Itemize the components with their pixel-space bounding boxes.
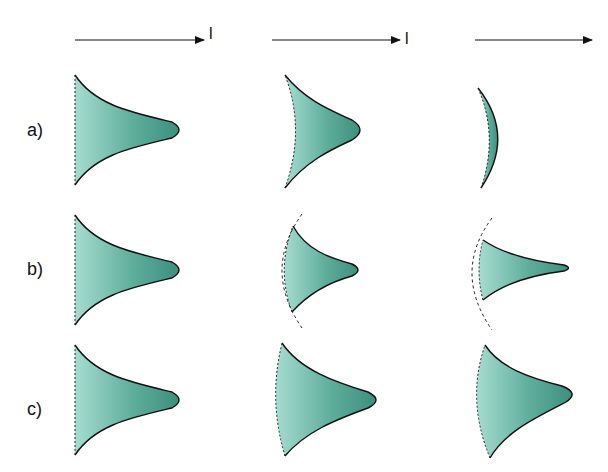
profile-fill — [477, 345, 573, 458]
profile-base-dotted — [479, 240, 483, 300]
profile-fill — [478, 88, 498, 188]
row-label: a) — [27, 121, 43, 139]
direction-arrows — [75, 39, 592, 40]
pulse-profile — [282, 214, 358, 328]
pulse-profile — [276, 343, 376, 456]
profile-outline — [75, 75, 179, 185]
profile-outline — [75, 345, 179, 455]
pulse-profile — [75, 75, 179, 185]
profile-outline — [285, 75, 360, 188]
length-label: l — [405, 31, 409, 47]
profile-base-dotted — [477, 345, 490, 458]
profile-outline — [485, 345, 572, 458]
pulse-profile — [75, 215, 179, 325]
pulse-profile — [472, 218, 569, 330]
length-label: l — [209, 26, 213, 42]
profile-base-dotted — [284, 226, 293, 312]
profile-fill — [479, 240, 569, 300]
row-label: c) — [27, 400, 42, 418]
profile-outline — [75, 215, 179, 325]
pulse-profile — [75, 345, 179, 455]
profile-base-dotted — [75, 345, 76, 455]
row-label: b) — [27, 260, 43, 278]
profile-base-dotted — [75, 75, 76, 185]
profile-outline — [483, 240, 569, 300]
profile-base-dotted — [285, 75, 296, 188]
pulse-profile — [477, 345, 573, 458]
profile-outline — [282, 343, 376, 456]
wavefront-arc — [282, 214, 302, 328]
profile-fill — [75, 75, 179, 185]
profile-fill — [284, 226, 358, 312]
propagation-arrow — [475, 39, 592, 40]
propagation-arrow — [75, 39, 204, 40]
profile-fill — [75, 345, 179, 455]
profile-base-dotted — [75, 215, 76, 325]
profile-fill — [285, 75, 360, 188]
profile-base-dotted — [478, 88, 489, 188]
propagation-arrow — [272, 39, 400, 40]
pulse-profile — [285, 75, 360, 188]
profile-base-dotted — [276, 343, 285, 456]
profile-fill — [75, 215, 179, 325]
pulse-profile — [478, 88, 498, 188]
profile-outline — [478, 88, 498, 188]
profile-fill — [276, 343, 376, 456]
wavefront-arc — [472, 218, 492, 330]
profile-outline — [292, 226, 358, 312]
